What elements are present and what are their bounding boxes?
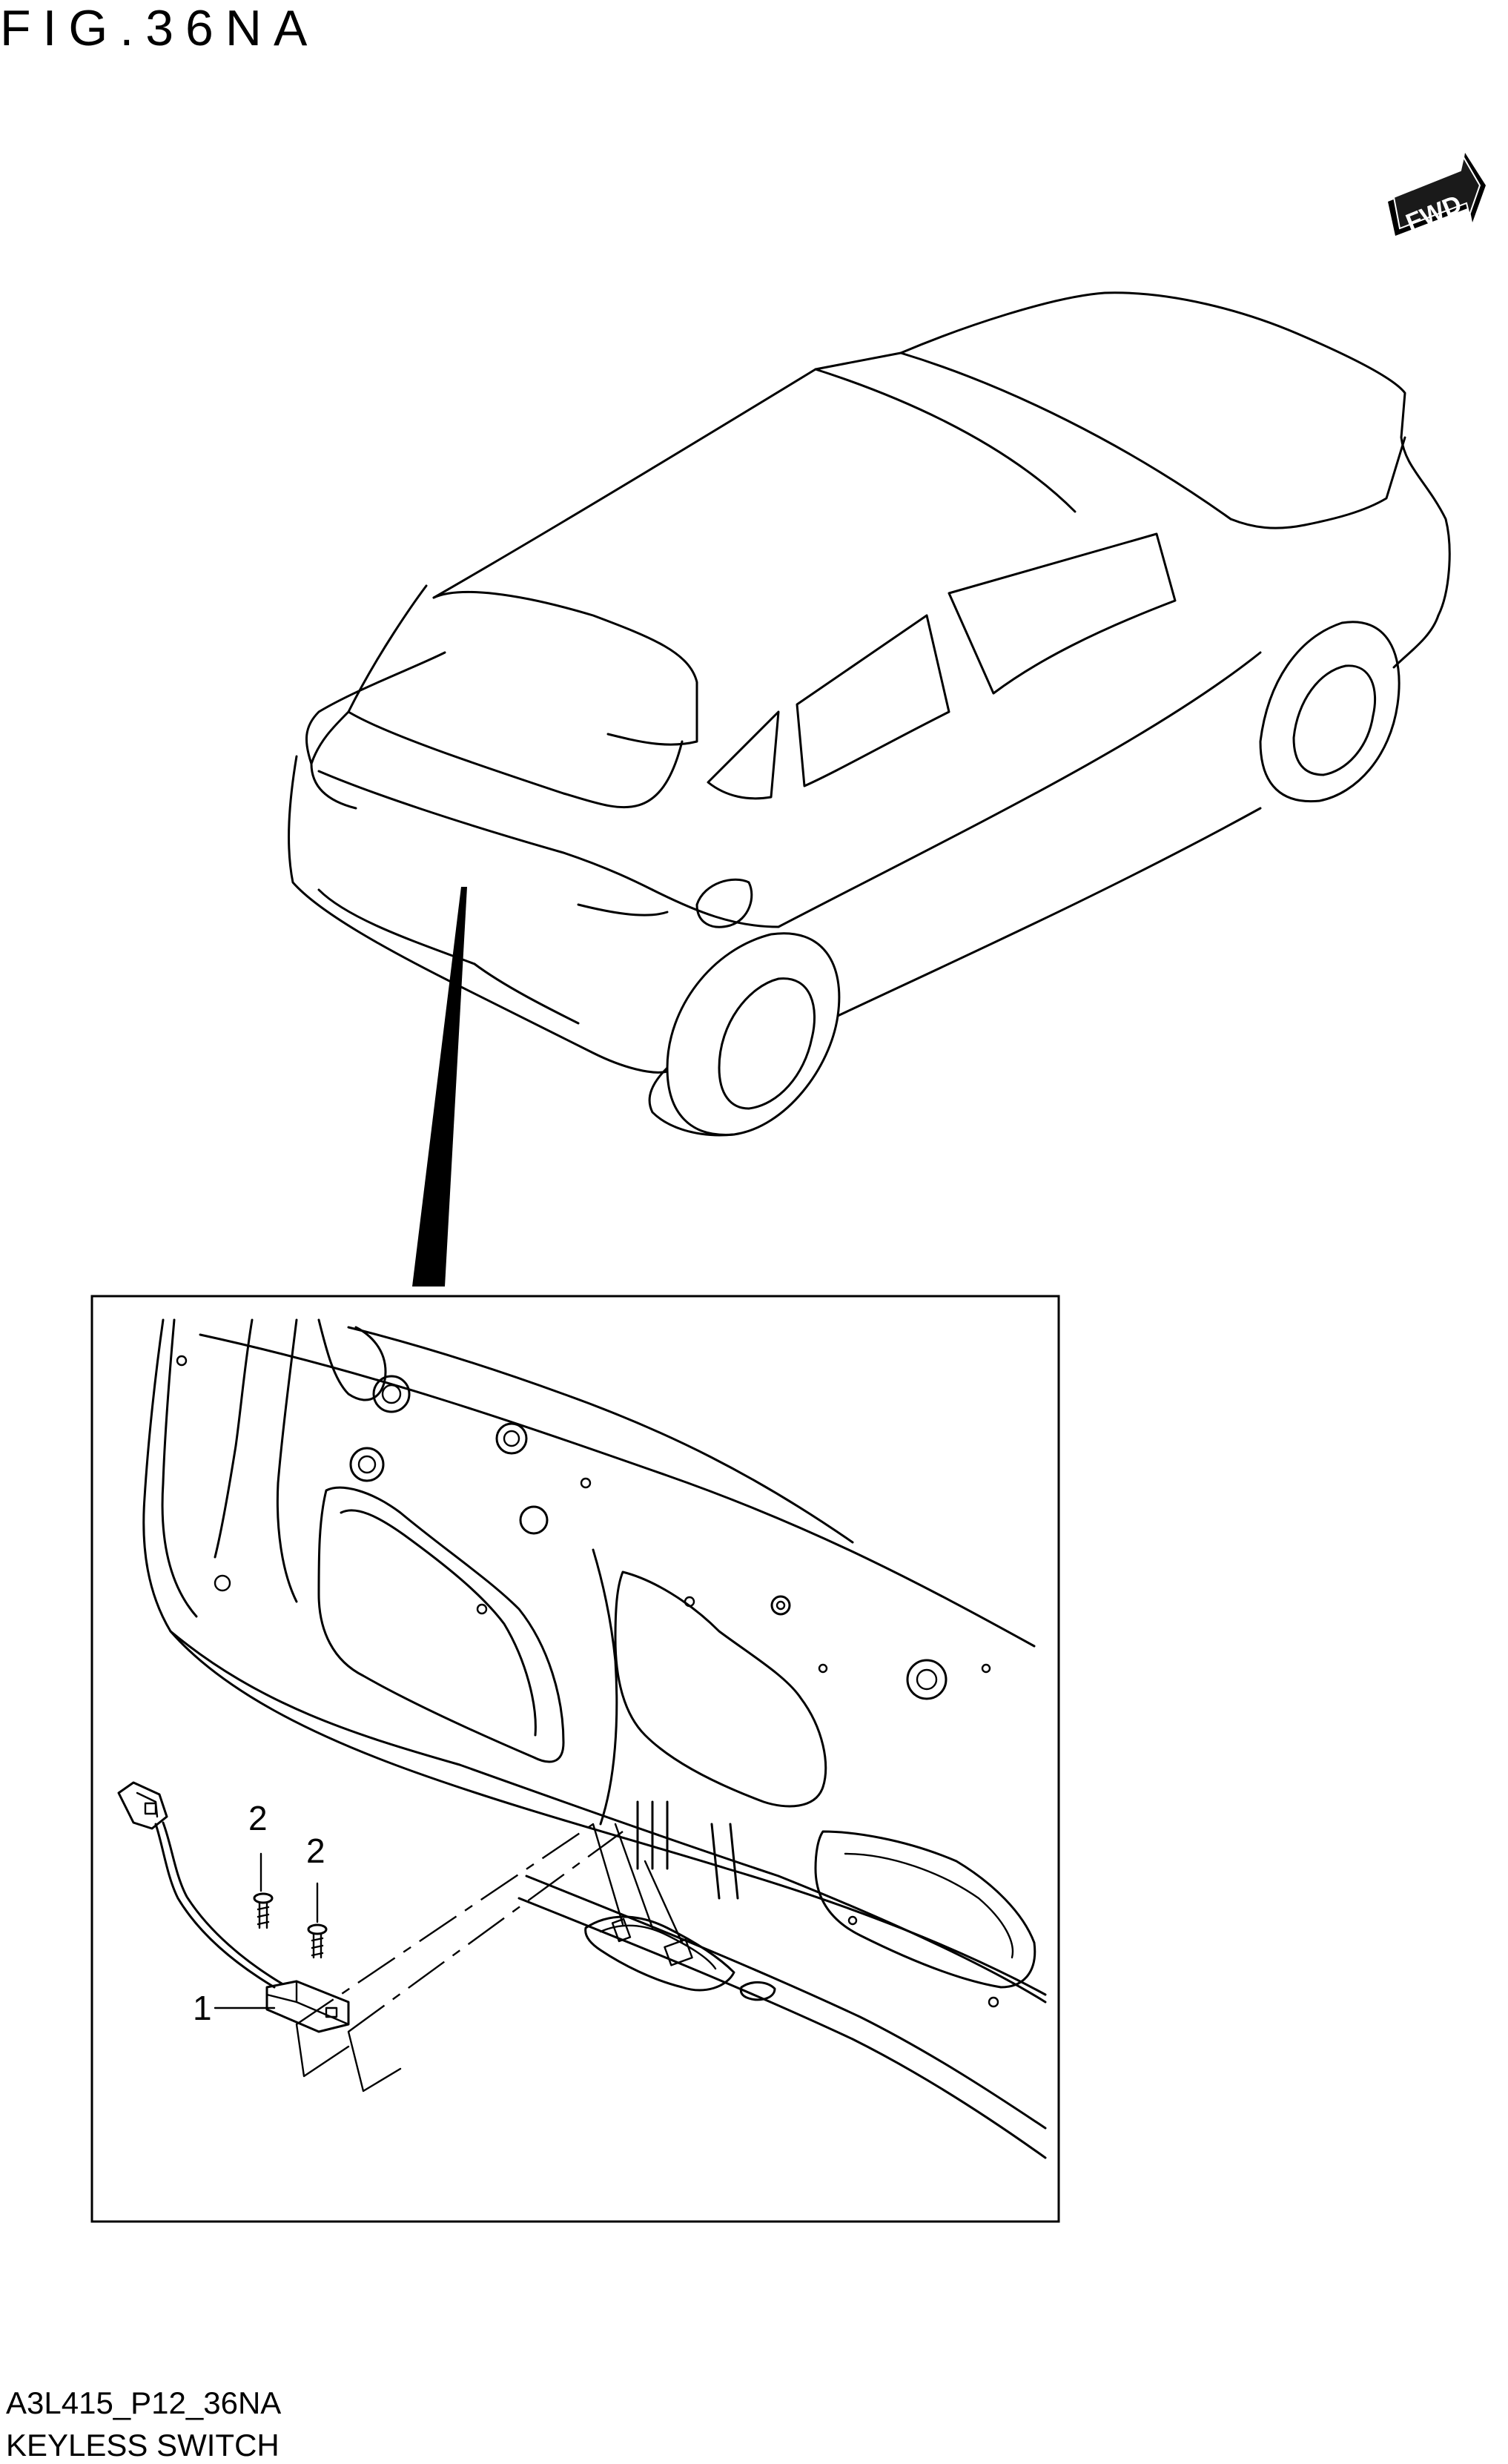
screw-left bbox=[253, 1892, 274, 1929]
fwd-arrow-icon: FWD bbox=[1388, 153, 1486, 237]
tailgate-inner-panel bbox=[142, 1318, 1047, 2159]
callout-number: 2 bbox=[248, 1799, 268, 1837]
drawing-code: A3L415_P12_36NA bbox=[6, 2385, 282, 2420]
drawing-caption: KEYLESS SWITCH bbox=[6, 2428, 280, 2463]
vehicle-overview bbox=[288, 291, 1451, 1137]
figure-title: FIG.36NA bbox=[0, 0, 320, 56]
pointer-wedge bbox=[412, 887, 467, 1287]
detail-frame bbox=[90, 1295, 1060, 2223]
callout-number: 2 bbox=[306, 1832, 325, 1870]
callout-number: 1 bbox=[193, 1989, 212, 2027]
screw-right bbox=[307, 1923, 328, 1959]
keyless-switch-assembly bbox=[117, 1781, 350, 2033]
